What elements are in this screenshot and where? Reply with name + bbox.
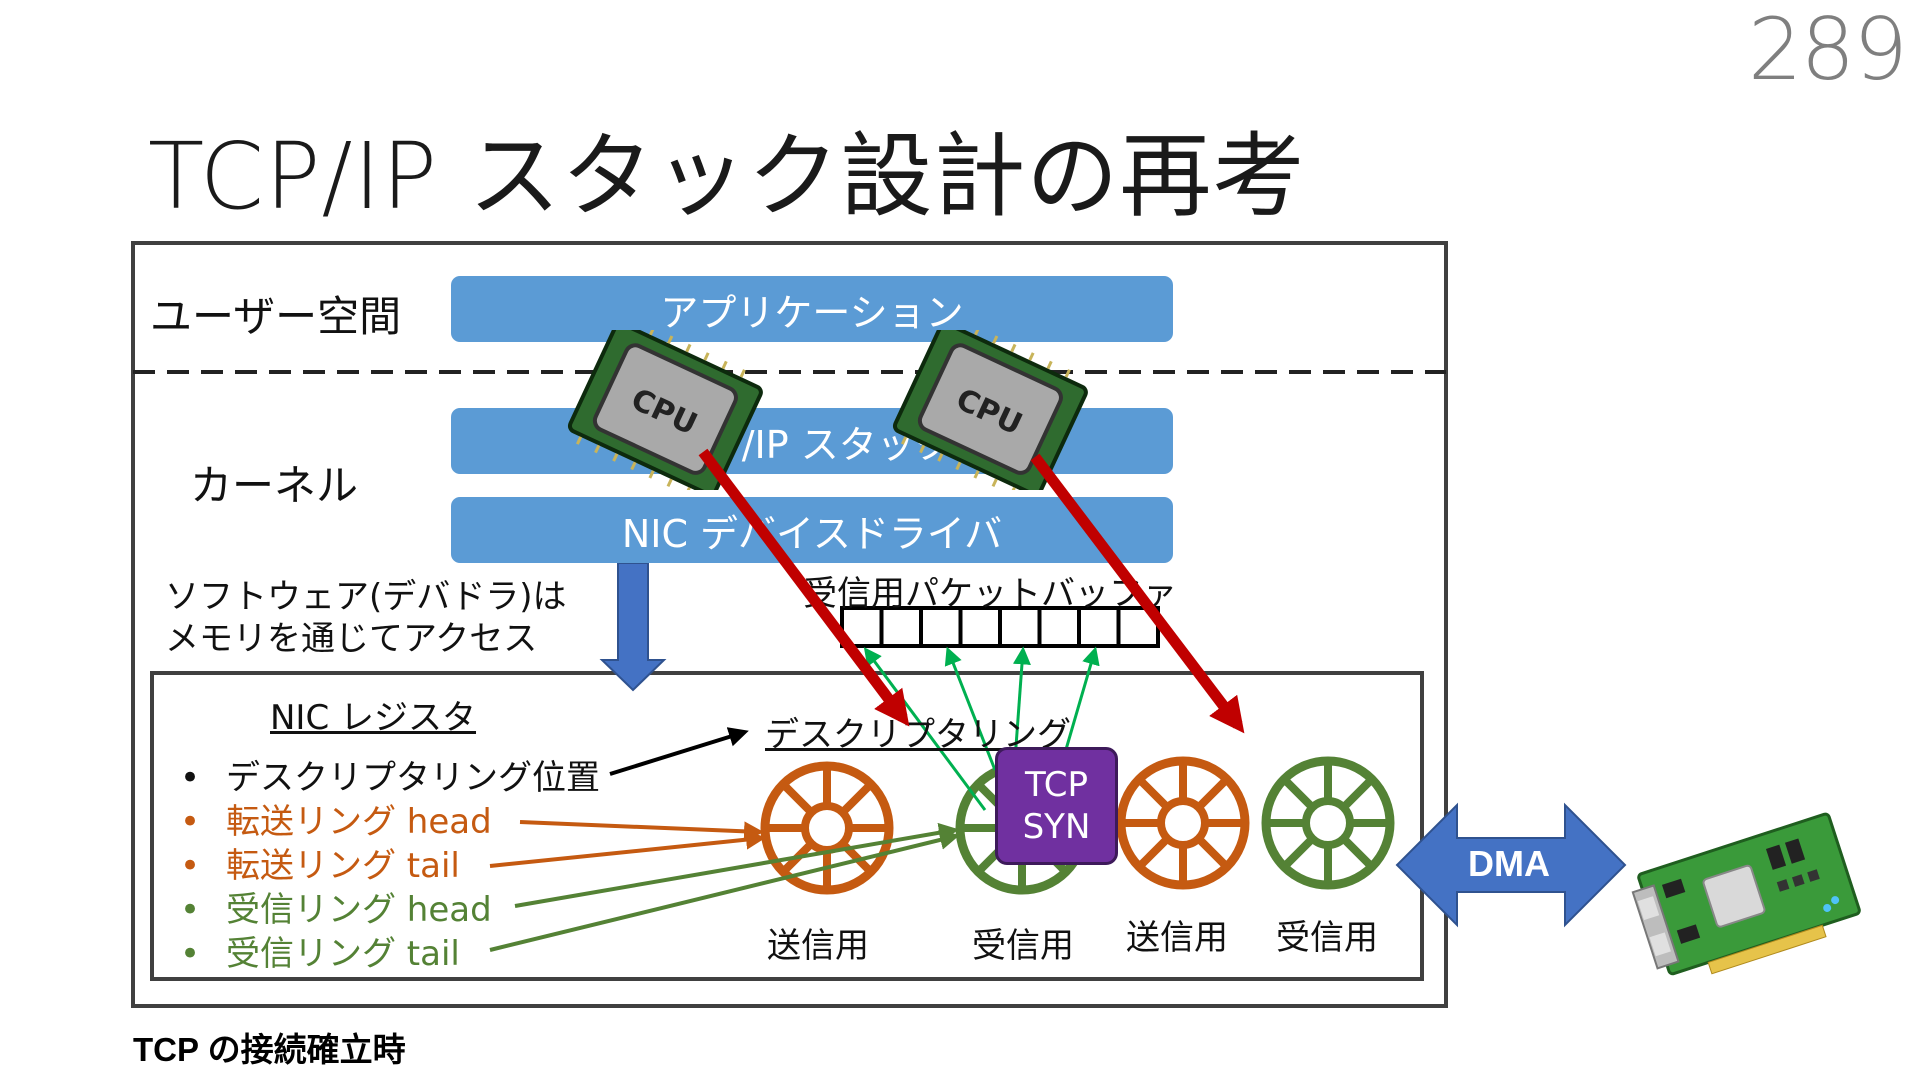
- rx-head-arrow: [514, 822, 959, 908]
- ring-label-tx-1: 送信用: [767, 926, 869, 966]
- register-item: •転送リング head: [180, 802, 492, 842]
- dma-label: DMA: [1468, 843, 1550, 884]
- rx-tail-arrow: [489, 830, 960, 952]
- application-bar: アプリケーション: [451, 276, 1173, 342]
- cpu-chip-icon: CPU: [567, 330, 763, 490]
- nic-card-icon: [1631, 812, 1861, 976]
- memory-note-line1: ソフトウェア(デバドラ)は: [165, 577, 567, 617]
- ring-tx-1: [760, 761, 894, 895]
- register-item: •受信リング head: [180, 890, 492, 930]
- register-list: •デスクリプタリング位置 •転送リング head •転送リング tail •受信…: [180, 750, 600, 974]
- kernel-label: カーネル: [190, 461, 359, 510]
- register-item: •デスクリプタリング位置: [180, 758, 600, 798]
- memory-note-line2: メモリを通じてアクセス: [165, 619, 538, 659]
- ring-label-tx-2: 送信用: [1126, 918, 1228, 958]
- ring-rx-2: [1261, 756, 1395, 890]
- register-item: •転送リング tail: [180, 846, 460, 886]
- position-arrow: [609, 727, 749, 776]
- system-frame: [131, 241, 1448, 1008]
- tcp-syn-line1: TCP: [1024, 765, 1089, 805]
- nic-driver-bar: NIC デバイスドライバ: [451, 497, 1173, 563]
- tcp-syn-packet: TCP SYN: [995, 747, 1118, 865]
- nic-registers-heading: NIC レジスタ: [270, 698, 477, 738]
- page-number: 289: [1747, 0, 1908, 100]
- tx-head-arrow: [519, 820, 764, 842]
- packet-buffer-label: 受信用パケットバッファ: [803, 574, 1177, 614]
- slide-caption: TCP の接続確立時: [133, 1031, 406, 1068]
- tcp-syn-line2: SYN: [1022, 807, 1091, 847]
- ring-tx-2: [1116, 756, 1250, 890]
- ring-label-rx-1: 受信用: [972, 926, 1074, 966]
- tx-tail-arrow: [489, 829, 766, 868]
- slide-title: TCP/IP スタック設計の再考: [148, 123, 1306, 230]
- driver-to-nic-arrow: [599, 562, 667, 692]
- memory-access-note: ソフトウェア(デバドラ)は メモリを通じてアクセス: [165, 576, 567, 660]
- user-space-label: ユーザー空間: [150, 292, 402, 341]
- cpu-chip-icon: CPU: [892, 330, 1088, 490]
- register-item: •受信リング tail: [180, 934, 460, 974]
- ring-label-rx-2: 受信用: [1276, 918, 1378, 958]
- dma-arrow: [1395, 802, 1627, 928]
